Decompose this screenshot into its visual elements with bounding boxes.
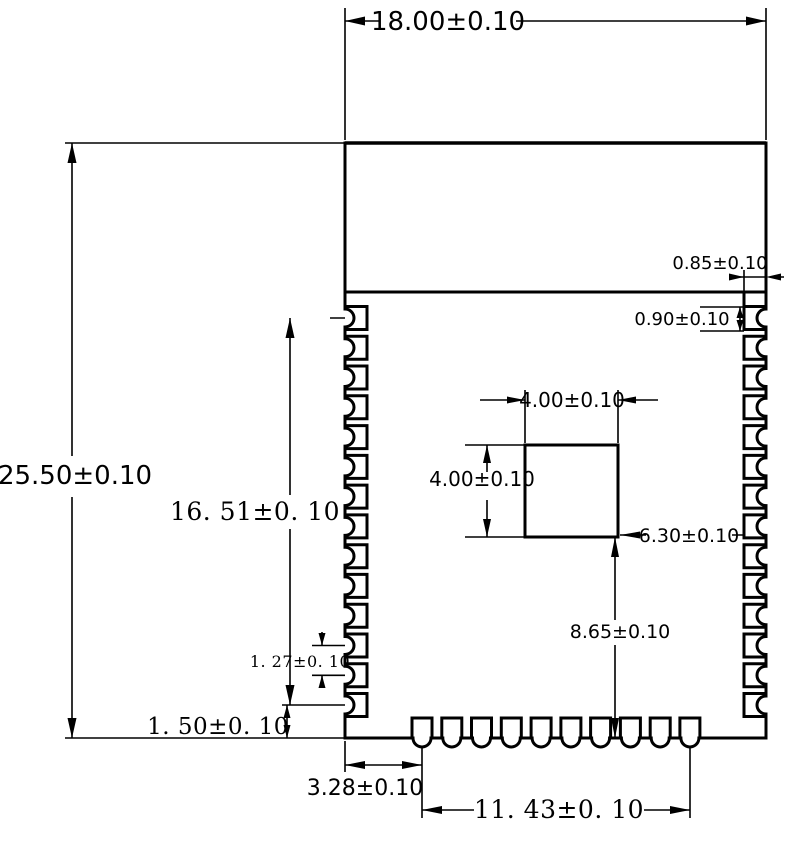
first-pad-height-label: 0.90±0.10 xyxy=(634,309,729,330)
arrowheads xyxy=(736,307,744,331)
left-castellated-pads xyxy=(343,141,369,740)
extension-lines xyxy=(344,8,767,140)
dim-side-pad-span: 16. 51±0. 10 xyxy=(170,317,345,706)
extension-lines xyxy=(312,644,345,677)
body-height-label: 25.50±0.10 xyxy=(0,461,152,491)
thermal-pad-height-label: 4.00±0.10 xyxy=(429,467,535,491)
dim-bottom-margin: 1. 50±0. 10 xyxy=(147,705,291,740)
arrowheads xyxy=(729,273,781,281)
arrowheads xyxy=(345,761,422,769)
dim-thermal-pad-height: 4.00±0.10 xyxy=(429,444,535,538)
dim-body-width: 18.00±0.10 xyxy=(344,7,767,140)
dim-bottom-pad-offset: 3.28±0.10 xyxy=(307,741,423,818)
bottom-pad-offset-label: 3.28±0.10 xyxy=(307,776,423,801)
arrowheads xyxy=(620,531,640,539)
dim-thermal-pad-width: 4.00±0.10 xyxy=(480,388,658,443)
bottom-pad-span-label: 11. 43±0. 10 xyxy=(474,795,644,824)
thermal-pad-bottom-label: 8.65±0.10 xyxy=(570,621,671,643)
dim-thermal-pad-bottom: 8.65±0.10 xyxy=(570,537,671,738)
extension-lines xyxy=(282,317,345,706)
extension-lines xyxy=(743,270,767,292)
extension-lines xyxy=(344,741,423,818)
extension-lines xyxy=(700,306,744,332)
dim-thermal-pad-right: 6.30±0.10 xyxy=(620,525,744,547)
arrowheads xyxy=(318,633,326,688)
extension-lines xyxy=(524,390,619,443)
thermal-pad xyxy=(523,443,620,539)
extension-lines xyxy=(465,444,525,538)
dim-body-height: 25.50±0.10 xyxy=(0,142,345,739)
dim-pad-pitch: 1. 27±0. 10 xyxy=(250,632,350,688)
bottom-margin-label: 1. 50±0. 10 xyxy=(147,714,289,740)
pad-pitch-label: 1. 27±0. 10 xyxy=(250,652,350,671)
side-pad-span-label: 16. 51±0. 10 xyxy=(170,497,340,526)
body-width-label: 18.00±0.10 xyxy=(371,7,525,37)
module-outline xyxy=(343,141,768,539)
right-castellated-pads xyxy=(742,141,768,740)
dim-corner-pad-width: 0.85±0.10 xyxy=(672,253,784,292)
corner-pad-width-label: 0.85±0.10 xyxy=(672,253,767,274)
bottom-castellated-pads xyxy=(343,716,768,749)
thermal-pad-width-label: 4.00±0.10 xyxy=(519,388,625,412)
arrowheads xyxy=(283,705,291,738)
thermal-pad-right-label: 6.30±0.10 xyxy=(639,525,740,547)
corner-pad-sides xyxy=(742,290,768,309)
dim-first-pad-height: 0.90±0.10 xyxy=(634,306,744,332)
arrowheads xyxy=(483,445,491,537)
dim-bottom-pad-span: 11. 43±0. 10 xyxy=(422,746,691,824)
extension-lines xyxy=(65,142,345,739)
